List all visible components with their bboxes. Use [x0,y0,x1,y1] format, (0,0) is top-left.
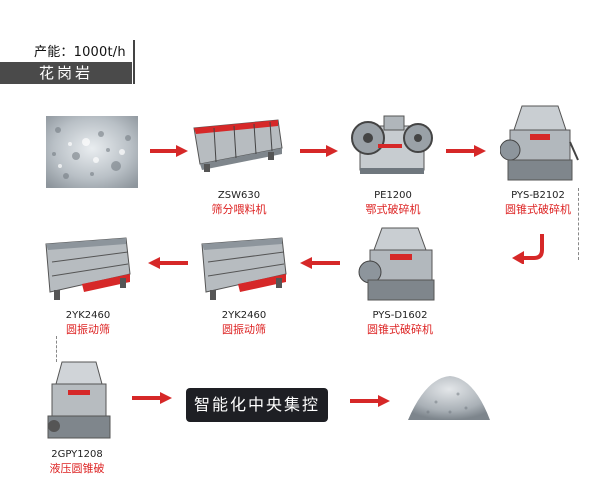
machine-label-hydraulic-cone: 2GPY1208 液压圆锥破 [30,448,124,476]
machine-model: ZSW630 [217,190,261,201]
flow-arrow-3 [446,145,486,157]
cone-crusher-d-image [358,227,435,301]
machine-label-cone-crusher-d: PYS-D1602 圆锥式破碎机 [350,309,450,337]
flow-arrow-7 [350,395,390,407]
machine-label-cone-crusher-b: PYS-B2102 圆锥式破碎机 [486,189,590,217]
machine-name: 液压圆锥破 [49,462,105,475]
machine-model: PE1200 [374,190,412,201]
flow-arrow-4 [300,257,340,269]
vibrating-screen-1-image [45,237,131,300]
machine-name: 圆振动筛 [222,323,266,336]
flow-arrow-6 [132,392,172,404]
jaw-crusher-image [351,115,433,174]
machine-model: 2YK2460 [65,310,111,321]
machine-model: 2YK2460 [221,310,267,321]
hydraulic-cone-crusher-image [47,361,111,439]
machine-model: PYS-B2102 [511,190,565,201]
central-control-box: 智能化中央集控 [186,388,328,422]
rock-type-label: 花岗岩 [0,62,132,84]
machine-name: 圆锥式破碎机 [505,203,571,216]
sand-pile-image [408,376,490,420]
cone-crusher-b-image [500,105,579,181]
machine-model: PYS-D1602 [372,310,428,321]
machine-label-jaw-crusher: PE1200 鄂式破碎机 [348,189,438,217]
machine-label-screen-1: 2YK2460 圆振动筛 [42,309,134,337]
machine-name: 筛分喂料机 [211,203,267,216]
machine-name: 圆振动筛 [66,323,110,336]
header-divider [133,40,135,84]
machine-name: 鄂式破碎机 [365,203,421,216]
machine-label-screen-2: 2YK2460 圆振动筛 [198,309,290,337]
curved-arrow-icon [512,234,544,264]
capacity-label: 产能：1000t/h [34,45,126,60]
machine-label-feeder: ZSW630 筛分喂料机 [196,189,282,217]
machine-model: 2GPY1208 [51,449,103,460]
flow-arrow-1 [150,145,188,157]
flow-connector-right [578,188,579,260]
vibrating-screen-2-image [201,237,287,300]
flow-arrow-5 [148,257,188,269]
vibrating-feeder-image [193,119,283,172]
flow-arrow-2 [300,145,338,157]
machine-name: 圆锥式破碎机 [367,323,433,336]
flow-connector-left [56,336,57,362]
granite-rock-image [46,116,138,188]
